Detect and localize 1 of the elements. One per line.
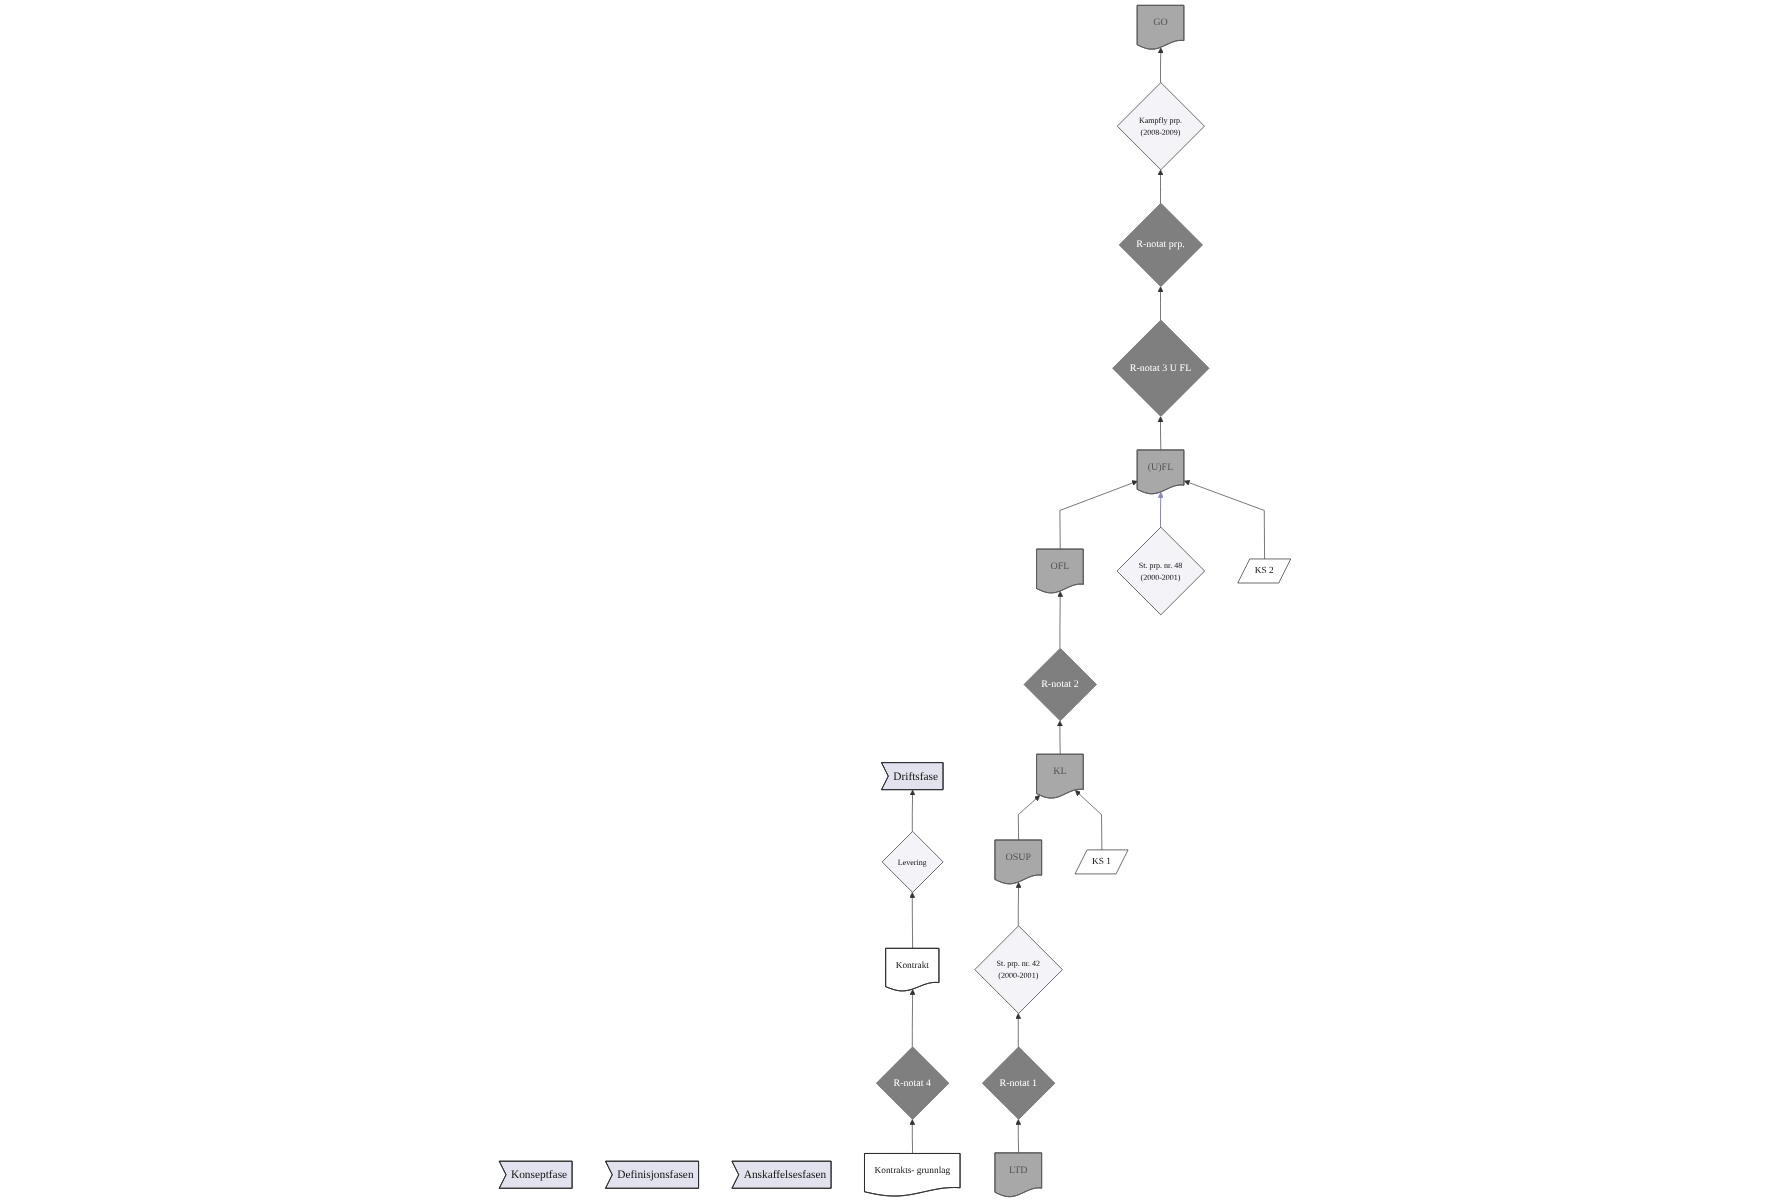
arrow — [1157, 492, 1164, 528]
